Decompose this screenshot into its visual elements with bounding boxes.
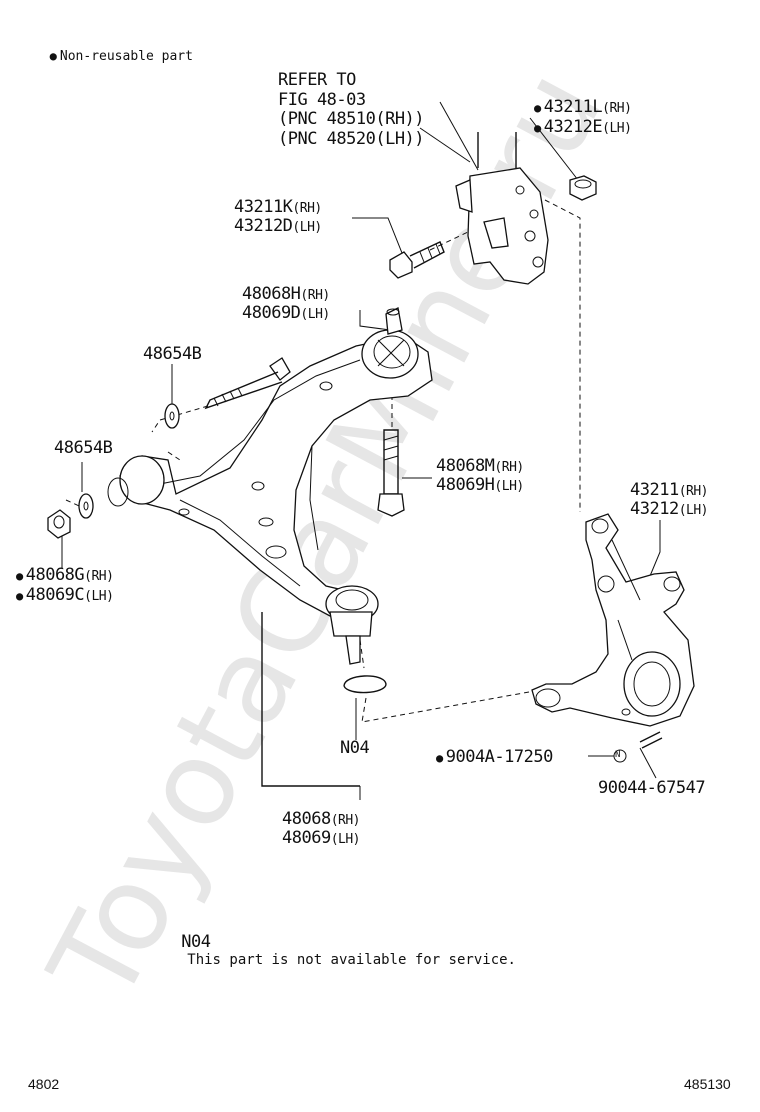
footnote-code: N04 bbox=[181, 932, 211, 952]
n-marker: N bbox=[615, 750, 621, 760]
part-label-48068M: 48068M(RH) bbox=[436, 456, 524, 476]
part-label-43212: 43212(LH) bbox=[630, 499, 709, 519]
part-label-48069C: ●48069C(LH) bbox=[16, 585, 114, 605]
nut-48068G bbox=[47, 509, 71, 539]
footnote: N04 This part is not available for servi… bbox=[162, 918, 516, 968]
footer-right-code: 485130 bbox=[684, 1076, 731, 1092]
strut-bracket bbox=[455, 132, 549, 285]
part-label-43212E: ●43212E(LH) bbox=[534, 117, 632, 137]
part-label-48069: 48069(LH) bbox=[282, 828, 361, 848]
steering-knuckle bbox=[531, 513, 695, 727]
part-label-90044-67547: 90044-67547 bbox=[598, 778, 706, 798]
footnote-text: This part is not available for service. bbox=[187, 952, 516, 968]
part-label-N04: N04 bbox=[340, 738, 370, 758]
legend-text: Non-reusable part bbox=[59, 49, 193, 64]
part-label-43211: 43211(RH) bbox=[630, 480, 709, 500]
bolt-48654B bbox=[204, 357, 291, 410]
refer-line-3: (PNC 48510(RH)) bbox=[278, 109, 425, 129]
part-label-48654B-top: 48654B bbox=[143, 344, 202, 364]
non-reusable-marker: ● bbox=[49, 49, 57, 63]
part-label-48068G: ●48068G(RH) bbox=[16, 565, 114, 585]
part-label-43211L: ●43211L(RH) bbox=[534, 97, 632, 117]
part-label-48068H: 48068H(RH) bbox=[242, 284, 330, 304]
part-label-48068: 48068(RH) bbox=[282, 809, 361, 829]
cotter-pin bbox=[613, 731, 663, 763]
refer-line-1: REFER TO bbox=[278, 70, 356, 90]
bolt-48068H bbox=[385, 307, 403, 335]
part-label-9004A-17250: ●9004A-17250 bbox=[436, 747, 553, 767]
bolt-48068M bbox=[377, 429, 405, 517]
nut-43211L bbox=[569, 175, 597, 201]
refer-line-2: FIG 48-03 bbox=[278, 90, 366, 110]
footer-left-code: 4802 bbox=[28, 1076, 60, 1092]
part-label-48069H: 48069H(LH) bbox=[436, 475, 524, 495]
refer-line-4: (PNC 48520(LH)) bbox=[278, 129, 425, 149]
part-label-43212D: 43212D(LH) bbox=[234, 216, 322, 236]
legend: ●Non-reusable part bbox=[34, 37, 193, 63]
part-label-48654B-left: 48654B bbox=[54, 438, 113, 458]
washers bbox=[78, 403, 180, 519]
bolt-43211K bbox=[389, 241, 445, 279]
ball-joint bbox=[325, 585, 379, 665]
part-label-48069D: 48069D(LH) bbox=[242, 303, 330, 323]
snap-ring bbox=[343, 675, 387, 694]
part-label-43211K: 43211K(RH) bbox=[234, 197, 322, 217]
leader-lines bbox=[61, 101, 661, 800]
lower-control-arm bbox=[107, 329, 433, 621]
